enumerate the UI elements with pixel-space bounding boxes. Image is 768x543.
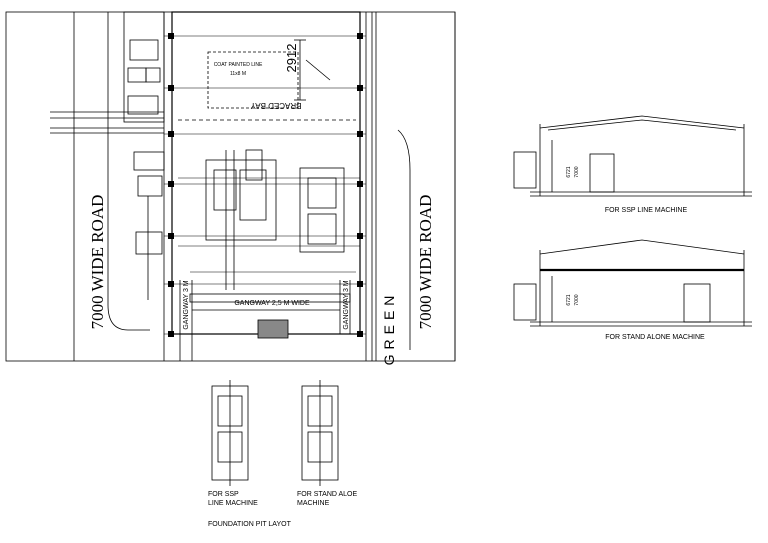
braced-bay-label: BRACED BAY xyxy=(250,101,302,110)
ssp-roof xyxy=(539,115,745,129)
foundation-ssp-label-2: LINE MACHINE xyxy=(208,500,258,507)
stand-roof xyxy=(539,239,745,255)
ssp-line-machine xyxy=(205,159,277,241)
site-plan xyxy=(5,11,456,362)
ssp-dim-b: 7000 xyxy=(574,166,580,177)
foundation-stand-label-2: MACHINE xyxy=(297,500,330,507)
ssp-side-equipment xyxy=(513,151,537,189)
kerb-right xyxy=(397,129,411,350)
road-label-right: 7000 WIDE ROAD xyxy=(416,195,435,330)
stand-dim-b: 7000 xyxy=(574,294,580,305)
structural-grid xyxy=(164,35,366,335)
ssp-dim-a: 6721 xyxy=(566,166,572,177)
dimension-label: 2912 xyxy=(284,44,299,73)
coat-line-size: 11x8 M xyxy=(230,71,246,77)
section-ssp xyxy=(513,115,752,197)
stand-side-equipment xyxy=(513,283,537,321)
green-label: GREEN xyxy=(381,291,397,366)
foundation-ssp-label-1: FOR SSP xyxy=(208,491,239,498)
ssp-machine xyxy=(589,153,615,193)
section-stand-alone xyxy=(513,239,752,327)
coat-line-label: COAT PAINTED LINE xyxy=(214,62,263,68)
hatched-pit xyxy=(257,319,289,339)
stand-alone-machine xyxy=(299,167,345,253)
foundation-stand-label-1: FOR STAND ALOE xyxy=(297,491,357,498)
annex-room xyxy=(123,11,165,123)
ssp-caption: FOR SSP LINE MACHINE xyxy=(605,207,688,214)
gangway-left-label: GANGWAY 3 M xyxy=(183,280,190,329)
kerb-left xyxy=(107,12,150,331)
column-markers xyxy=(168,33,363,337)
stand-caption: FOR STAND ALONE MACHINE xyxy=(605,334,705,341)
gangway-horizontal-label: GANGWAY 2,5 M WIDE xyxy=(234,300,310,307)
stand-dim-a: 6721 xyxy=(566,294,572,305)
stand-machine xyxy=(683,283,711,323)
gangway-right-label: GANGWAY 3 M xyxy=(343,280,350,329)
foundation-pits xyxy=(211,380,339,486)
road-label-left: 7000 WIDE ROAD xyxy=(88,195,107,330)
coat-painted-area xyxy=(207,51,299,109)
foundation-title: FOUNDATION PIT LAYOT xyxy=(208,521,292,528)
